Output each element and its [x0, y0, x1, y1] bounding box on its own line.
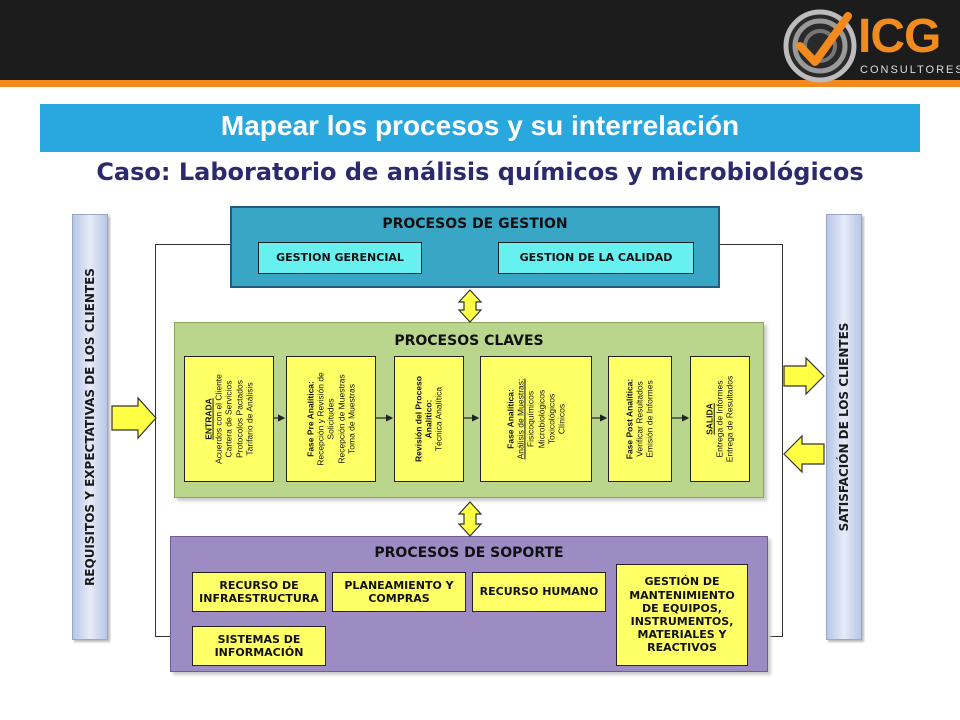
icg-logo-icon	[783, 9, 857, 83]
phase-salida: SALIDA Entrega de Informes Entrega de Re…	[690, 356, 750, 482]
page-subtitle: Caso: Laboratorio de análisis químicos y…	[96, 158, 864, 186]
phase-revision: Revisión del Proceso Analítico: Técnica …	[394, 356, 464, 482]
input-arrow-left	[111, 396, 157, 440]
double-arrow-gestion-claves	[457, 289, 483, 323]
soporte-recurso-humano-box: RECURSO HUMANO	[472, 572, 606, 612]
frame-line-left	[155, 244, 156, 636]
phase-pre-analitica: Fase Pre Analítica: Recepción y Revisión…	[286, 356, 376, 482]
feedback-arrow-left	[783, 434, 825, 474]
soporte-mantenimiento-box: GESTIÓN DE MANTENIMIENTO DE EQUIPOS, INS…	[616, 564, 748, 666]
soporte-infraestructura-box: RECURSO DE INFRAESTRUCTURA	[192, 572, 326, 612]
output-arrow-right	[783, 356, 825, 396]
phase-post-analitica: Fase Post Analítica: Verificar Resultado…	[608, 356, 672, 482]
frame-line-top-left	[155, 244, 231, 245]
gestion-calidad-box: GESTION DE LA CALIDAD	[498, 242, 694, 274]
gestion-gerencial-box: GESTION GERENCIAL	[258, 242, 422, 274]
double-arrow-claves-soporte	[457, 501, 483, 537]
soporte-title: PROCESOS DE SOPORTE	[374, 545, 564, 561]
left-requirements-bar: REQUISITOS Y EXPECTATIVAS DE LOS CLIENTE…	[72, 214, 108, 640]
logo-subtext: CONSULTORES	[860, 64, 960, 76]
soporte-planeamiento-box: PLANEAMIENTO Y COMPRAS	[332, 572, 466, 612]
phase-analitica: Fase Analítica: Análisis de Muestras: Fi…	[480, 356, 592, 482]
title-banner: Mapear los procesos y su interrelación	[40, 104, 920, 152]
header-accent-line	[0, 80, 960, 87]
right-satisfaction-bar: SATISFACIÓN DE LOS CLIENTES	[826, 214, 862, 640]
frame-line-bottom-right	[767, 636, 783, 637]
phase-entrada: ENTRADA Acuerdos con el Cliente Cartera …	[184, 356, 274, 482]
page-title: Mapear los procesos y su interrelación	[220, 110, 740, 141]
claves-title: PROCESOS CLAVES	[394, 333, 544, 349]
frame-line-bottom-left	[155, 636, 171, 637]
frame-line-top-right	[720, 244, 782, 245]
frame-line-right	[782, 244, 783, 636]
soporte-sistemas-box: SISTEMAS DE INFORMACIÓN	[192, 626, 326, 666]
procesos-gestion-box: PROCESOS DE GESTION GESTION GERENCIAL GE…	[230, 206, 720, 288]
gestion-title: PROCESOS DE GESTION	[382, 216, 568, 232]
logo-text: ICG	[858, 10, 941, 63]
